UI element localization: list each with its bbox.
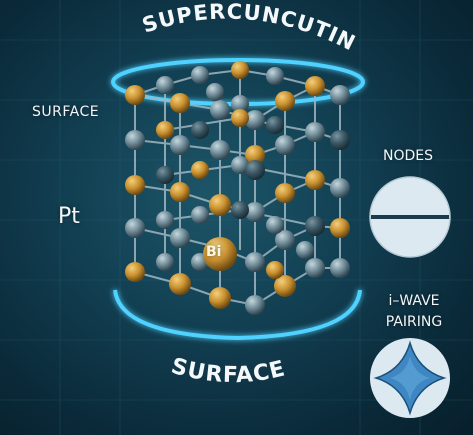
bottom-glow-ring xyxy=(113,289,362,341)
wave-label-line1: i–WAVE xyxy=(388,293,440,309)
split-disc-icon xyxy=(369,176,451,258)
bi-label: Bi xyxy=(206,244,222,260)
pt-label: Pt xyxy=(58,204,80,229)
svg-text:SUPERCUNCUTING: SUPERCUNCUTING xyxy=(0,0,360,56)
svg-text:SURFACE: SURFACE xyxy=(168,354,288,388)
bi-atom xyxy=(203,237,237,271)
wave-label-line2: PAIRING xyxy=(385,314,443,330)
surface-left-label: SURFACE xyxy=(32,104,100,120)
nodes-label: NODES xyxy=(383,148,434,164)
lattice-atoms xyxy=(125,61,350,315)
four-lobe-star-icon xyxy=(370,338,450,418)
surface-bottom-label: SURFACE xyxy=(168,354,287,388)
wave-pairing-label: i–WAVE PAIRING xyxy=(368,291,460,333)
diagram-title: SUPERCUNCUTING xyxy=(0,0,359,56)
